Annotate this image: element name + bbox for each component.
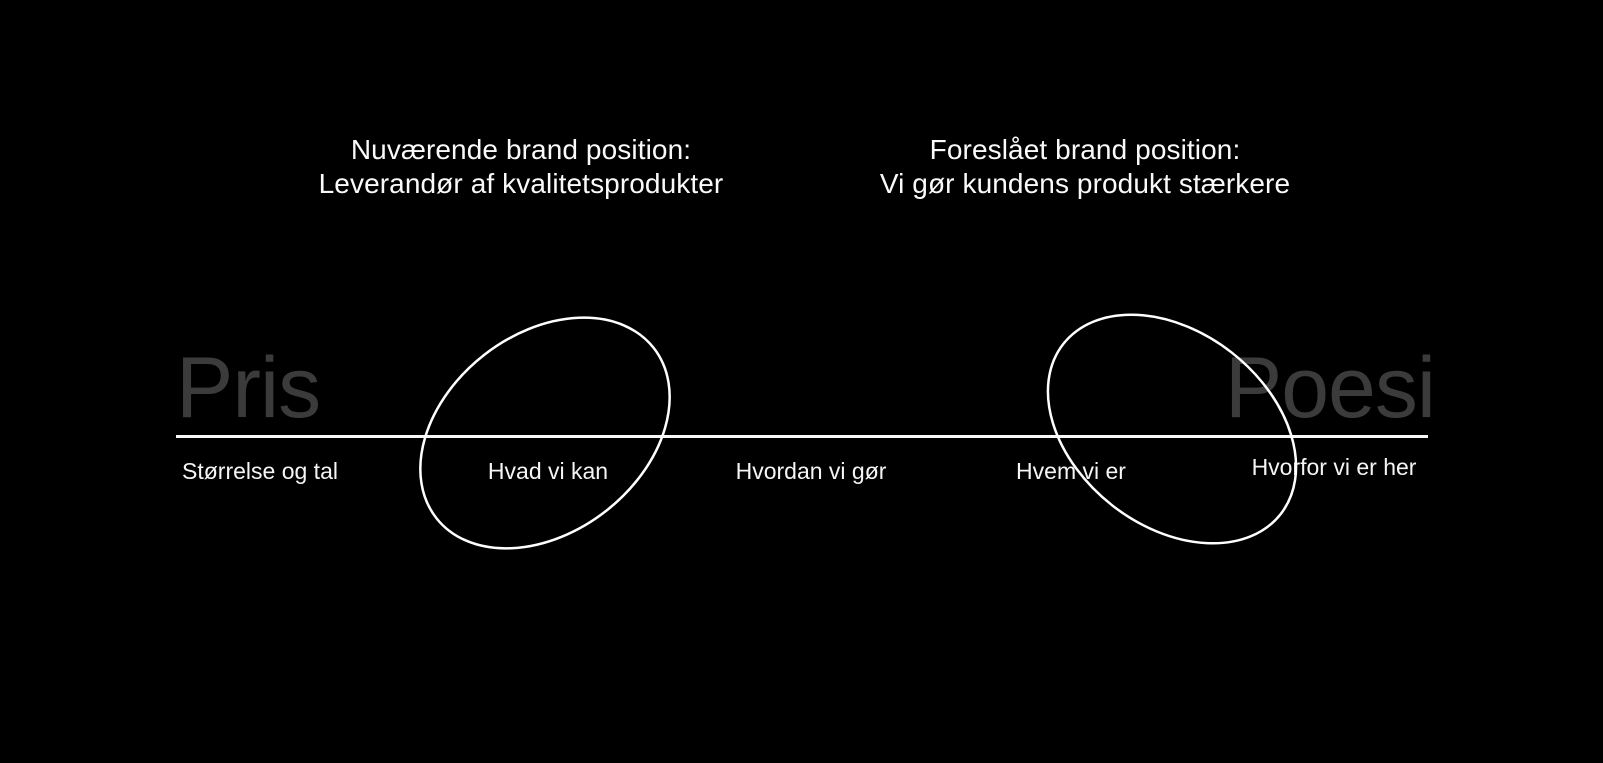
highlight-circle-current-icon	[419, 316, 671, 550]
spectrum-axis-line	[176, 435, 1428, 438]
spectrum-station-hvad-vi-kan: Hvad vi kan	[487, 458, 609, 484]
spectrum-station-hvem-vi-er: Hvem vi er	[1016, 458, 1126, 484]
spectrum-station-hvorfor-vi-er-her: Hvorfor vi er her	[1251, 454, 1417, 480]
spectrum-pole-pris: Pris	[176, 340, 321, 436]
spectrum-station-stoerrelse-og-tal: Størrelse og tal	[182, 458, 338, 484]
spectrum-pole-poesi: Poesi	[1224, 340, 1436, 436]
current-brand-position-annotation: Nuværende brand position: Leverandør af …	[271, 133, 771, 201]
proposed-brand-position-subtitle: Vi gør kundens produkt stærkere	[879, 168, 1291, 199]
proposed-brand-position-annotation: Foreslået brand position: Vi gør kundens…	[835, 133, 1335, 201]
spectrum-station-hvordan-vi-goer: Hvordan vi gør	[735, 458, 887, 484]
current-brand-position-title: Nuværende brand position:	[350, 134, 692, 165]
current-brand-position-subtitle: Leverandør af kvalitetsprodukter	[318, 168, 724, 199]
proposed-brand-position-title: Foreslået brand position:	[929, 134, 1241, 165]
